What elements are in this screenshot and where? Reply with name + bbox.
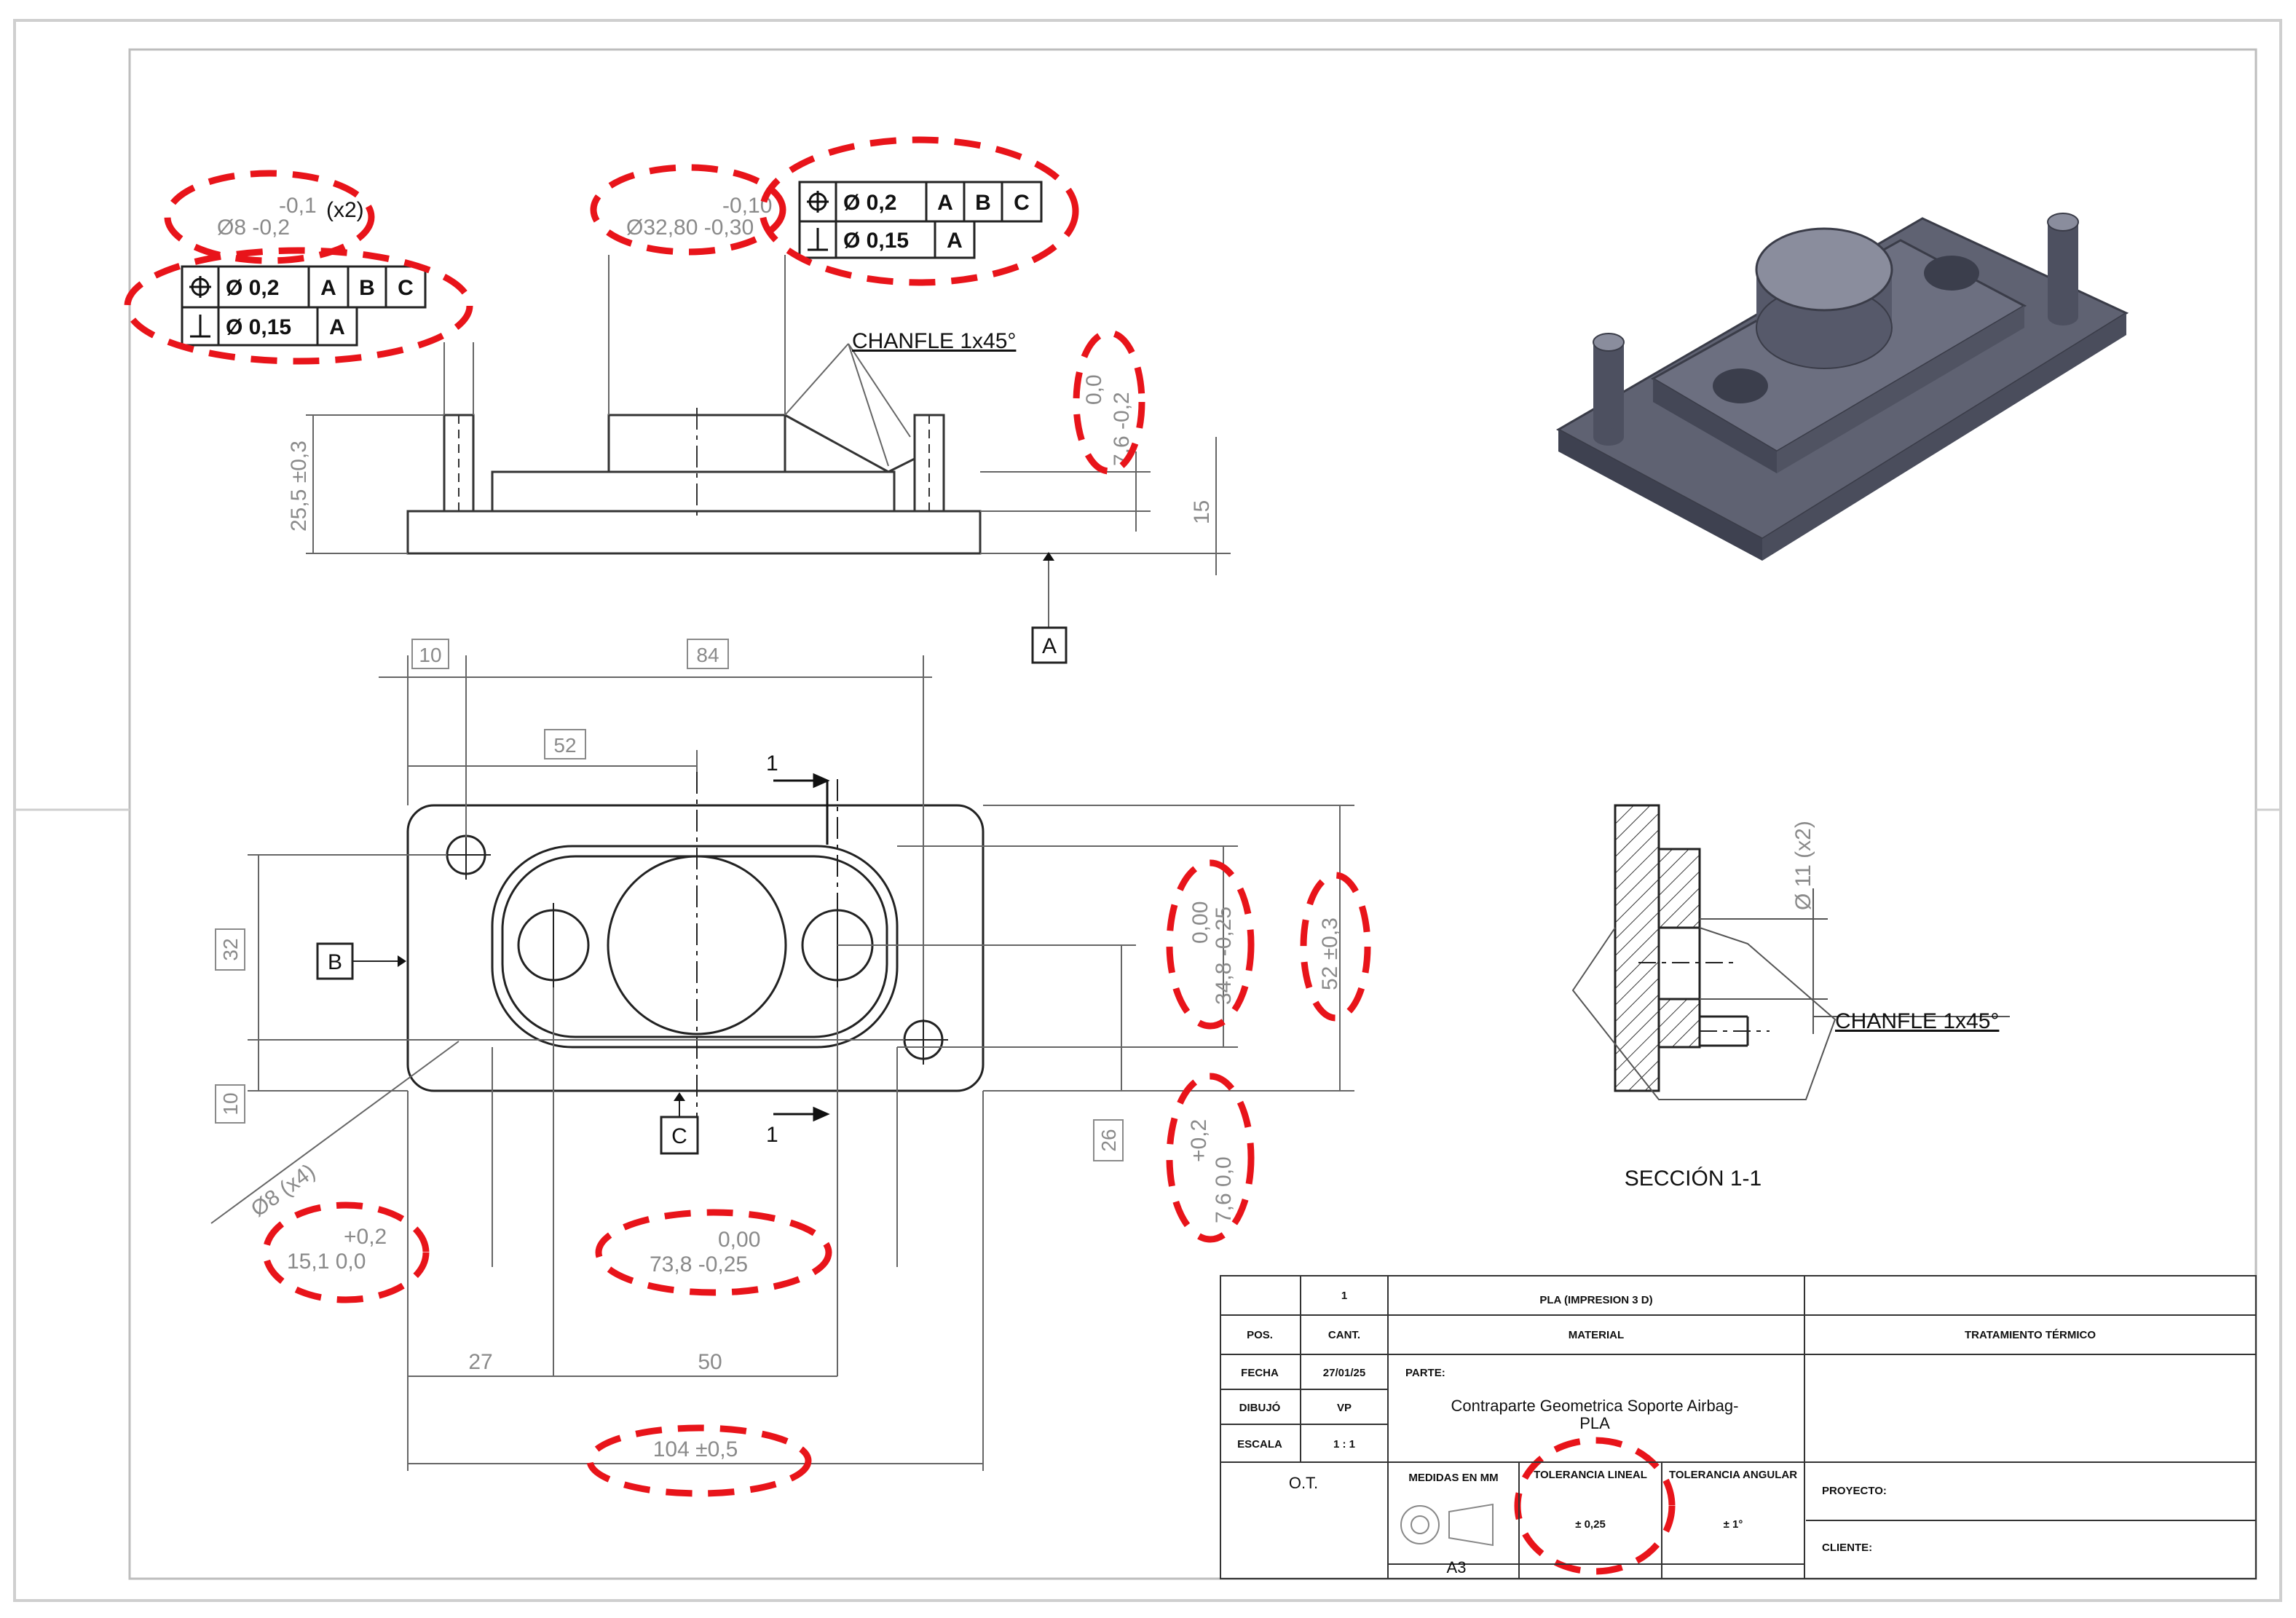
fcf-left-datum-1: A — [320, 276, 336, 300]
tb-tol-angular-value: ± 1° — [1724, 1518, 1743, 1531]
tol-738-upper: 0,00 — [718, 1228, 760, 1252]
plan-view — [406, 772, 985, 1121]
tb-dibujo-value: VP — [1337, 1402, 1352, 1414]
review-highlight-marks — [124, 136, 1676, 1575]
tol-left-qty: (x2) — [326, 198, 364, 222]
tb-escala-label: ESCALA — [1237, 1438, 1282, 1451]
fcf-left-perp-datum: A — [329, 315, 345, 339]
section-mark-bottom: 1 — [766, 1123, 778, 1147]
tb-medidas-label: MEDIDAS EN MM — [1408, 1472, 1498, 1484]
front-view — [406, 408, 982, 555]
tol-left-upper: -0,1 — [279, 194, 317, 218]
title-block — [1220, 1275, 2257, 1579]
section-dia-note: Ø 11 (x2) — [1791, 821, 1815, 910]
step-tol-upper: 0,0 — [1082, 374, 1106, 405]
tb-part-name-1: Contraparte Geometrica Soporte Airbag- — [1451, 1397, 1739, 1415]
tb-material-label: MATERIAL — [1569, 1329, 1624, 1341]
fcf-center: Ø 0,2 A B C Ø 0,15 A — [798, 181, 1043, 259]
section-cut-marks — [773, 773, 830, 1122]
tb-pos-qty: 1 — [1341, 1290, 1347, 1302]
fcf-center-pos-value: Ø 0,2 — [843, 191, 896, 215]
tol-76-upper: +0,2 — [1187, 1119, 1211, 1162]
svg-text:32: 32 — [219, 938, 242, 960]
datum-b-marker: B — [316, 942, 406, 980]
svg-text:84: 84 — [696, 644, 719, 666]
basic-dim-10: 10 — [411, 639, 449, 669]
tol-151-upper: +0,2 — [344, 1225, 387, 1249]
tb-treatment-label: TRATAMIENTO TÉRMICO — [1965, 1329, 2096, 1341]
basic-dim-32: 32 — [215, 928, 245, 971]
tb-fecha-label: FECHA — [1241, 1367, 1279, 1379]
section-mark-top: 1 — [766, 751, 778, 776]
tb-material-value: PLA (IMPRESION 3 D) — [1539, 1294, 1652, 1306]
tb-proyecto-label: PROYECTO: — [1822, 1485, 1887, 1497]
tb-sheet-size: A3 — [1447, 1558, 1467, 1576]
tol-151-main: 15,1 0,0 — [287, 1250, 366, 1274]
tol-738-main: 73,8 -0,25 — [650, 1252, 748, 1276]
svg-text:26: 26 — [1097, 1129, 1120, 1151]
fcf-center-perp-value: Ø 0,15 — [843, 229, 909, 253]
fcf-center-datum-3: C — [1014, 191, 1030, 215]
fcf-left-datum-2: B — [359, 276, 375, 300]
tb-tol-lineal-value: ± 0,25 — [1575, 1518, 1606, 1531]
height-dim-front: 25,5 ±0,3 — [287, 441, 311, 532]
section-view — [1614, 804, 1770, 1092]
tb-fecha-value: 27/01/25 — [1323, 1367, 1365, 1379]
tb-dibujo-label: DIBUJÓ — [1239, 1401, 1281, 1414]
basic-dim-10-left: 10 — [215, 1084, 245, 1124]
dim-27: 27 — [468, 1350, 492, 1374]
fcf-left-perp-value: Ø 0,15 — [226, 315, 291, 339]
tol-left-main: Ø8 -0,2 — [217, 216, 290, 240]
fcf-left-pos-value: Ø 0,2 — [226, 276, 279, 300]
dim-50: 50 — [698, 1350, 722, 1374]
tb-ot-label: O.T. — [1289, 1474, 1318, 1492]
tb-part-name-2: PLA — [1579, 1414, 1610, 1432]
basic-dim-26: 26 — [1093, 1119, 1124, 1161]
tb-cliente-label: CLIENTE: — [1822, 1542, 1872, 1554]
dim-104: 104 ±0,5 — [653, 1437, 738, 1461]
fcf-left: Ø 0,2 A B C Ø 0,15 A — [181, 265, 427, 347]
tol-348-main: 34,8 -0,25 — [1212, 907, 1236, 1005]
svg-text:10: 10 — [219, 1092, 242, 1115]
datum-c-label: C — [671, 1124, 687, 1148]
fcf-center-perp-datum: A — [947, 229, 963, 253]
basic-dim-84: 84 — [687, 639, 729, 669]
svg-text:52: 52 — [553, 734, 576, 757]
height-15-dim: 15 — [1190, 500, 1214, 524]
tb-escala-value: 1 : 1 — [1333, 1438, 1355, 1451]
tol-center-main: Ø32,80 -0,30 — [626, 216, 754, 240]
projection-symbol-icon — [1400, 1503, 1494, 1547]
datum-a-marker: A — [1031, 552, 1068, 664]
isometric-view — [1555, 213, 2129, 561]
tol-76-main: 7,6 0,0 — [1212, 1156, 1236, 1223]
tb-pos-label: POS. — [1247, 1329, 1273, 1341]
chamfer-note-front: CHANFLE 1x45° — [852, 329, 1016, 353]
tb-tol-lineal-label: TOLERANCIA LINEAL — [1534, 1469, 1647, 1481]
datum-b-label: B — [328, 950, 342, 974]
drawing-frame — [128, 48, 2257, 1580]
dim-52-03: 52 ±0,3 — [1318, 917, 1342, 990]
plan-view-dimension-lines — [210, 655, 1354, 1471]
tb-cant-label: CANT. — [1328, 1329, 1360, 1341]
fcf-left-datum-3: C — [398, 276, 414, 300]
fcf-center-datum-2: B — [975, 191, 991, 215]
chamfer-note-section: CHANFLE 1x45° — [1835, 1009, 1999, 1033]
tb-parte-label: PARTE: — [1405, 1367, 1445, 1379]
front-view-dimension-lines — [306, 255, 1231, 628]
fcf-center-datum-1: A — [937, 191, 953, 215]
section-title: SECCIÓN 1-1 — [1625, 1167, 1762, 1191]
tol-348-upper: 0,00 — [1188, 901, 1212, 944]
datum-c-marker: C — [660, 1092, 699, 1155]
section-detail-lines — [1571, 888, 2010, 1100]
svg-text:10: 10 — [419, 644, 441, 666]
basic-dim-52: 52 — [544, 729, 586, 759]
tb-tol-angular-label: TOLERANCIA ANGULAR — [1669, 1469, 1797, 1481]
datum-a-label: A — [1042, 634, 1057, 658]
